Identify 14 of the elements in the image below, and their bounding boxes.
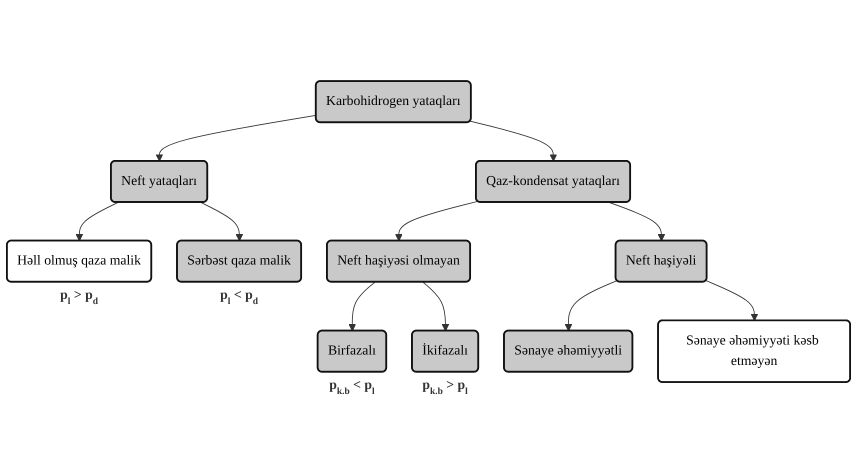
arrow xyxy=(156,114,317,162)
arrow xyxy=(564,280,618,332)
arrow xyxy=(470,120,558,162)
arrow xyxy=(395,200,478,242)
arrow xyxy=(200,202,244,242)
pressure-condition: p$_{k.b}$ < p$_{l}$ xyxy=(329,376,375,397)
arrow xyxy=(348,282,376,332)
pressure-condition: p$_{l}$ > p$_{d}$ xyxy=(60,286,98,307)
arrow xyxy=(422,282,450,332)
arrow xyxy=(706,280,758,322)
arrow xyxy=(608,202,666,242)
pressure-condition: p$_{k.b}$ > p$_{l}$ xyxy=(422,376,468,397)
arrow xyxy=(76,202,119,242)
pressure-condition: p$_{l}$ < p$_{d}$ xyxy=(220,286,258,307)
